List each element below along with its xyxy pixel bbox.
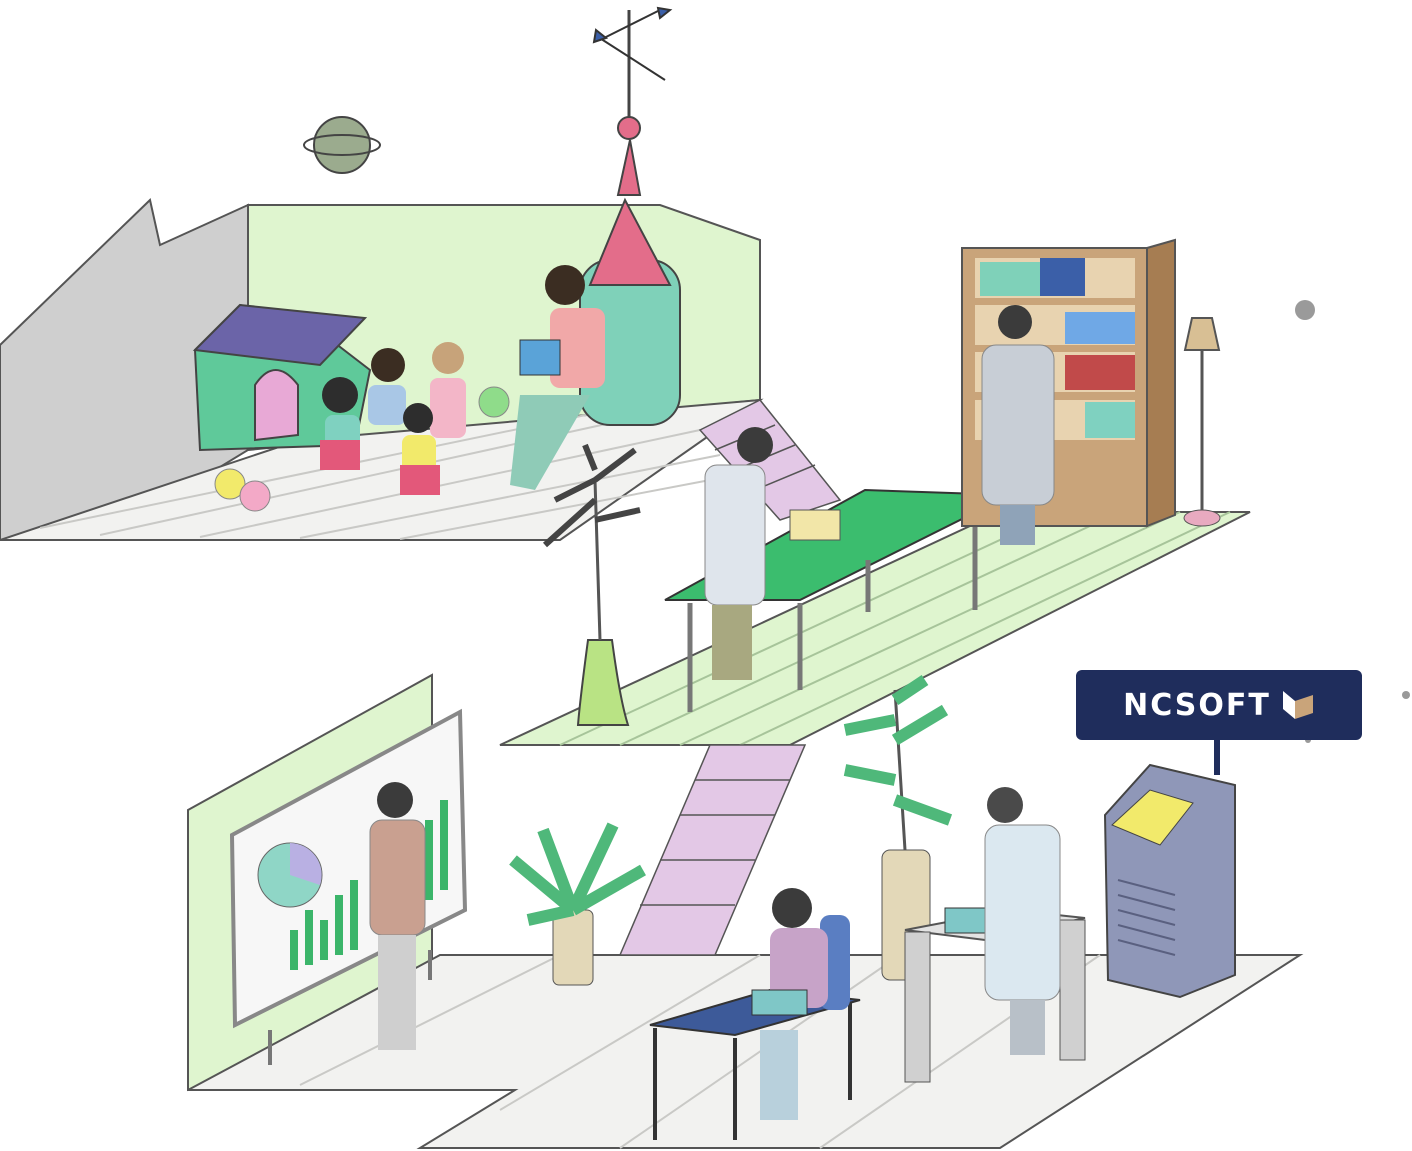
potted-plant-left: [509, 822, 646, 986]
tower: [579, 10, 681, 426]
teacher-reading: [510, 265, 605, 490]
ncsoft-kiosk: [1103, 740, 1236, 999]
ball-pink: [239, 480, 271, 512]
ncsoft-logo-icon: [1282, 691, 1313, 719]
moon-icon: [1295, 300, 1315, 320]
laptop-worker: [751, 888, 850, 1120]
lower-stairs: [618, 744, 807, 956]
palm-plant: [542, 443, 641, 726]
weathervane-icon: [592, 6, 673, 81]
library-floor: [499, 238, 1251, 746]
potted-plant-right: [843, 675, 953, 981]
ncsoft-sign: NCSOFT: [1076, 670, 1362, 740]
ball-yellow: [214, 468, 246, 500]
presenter: [369, 782, 426, 1050]
play-house: [192, 303, 372, 452]
planet-icon: [313, 116, 371, 174]
scientist-laptop: [984, 787, 1061, 1055]
librarian: [981, 305, 1055, 545]
ncsoft-logo-text: NCSOFT: [1123, 687, 1271, 723]
ball-green: [478, 386, 510, 418]
scientist-reading: [704, 427, 773, 680]
kids-room: [0, 6, 764, 541]
floor-lamp: [1183, 317, 1221, 527]
children-group: [320, 342, 466, 495]
dot-small: [1402, 691, 1410, 699]
planet-ring: [303, 134, 381, 156]
office-floor: [187, 673, 1304, 1149]
